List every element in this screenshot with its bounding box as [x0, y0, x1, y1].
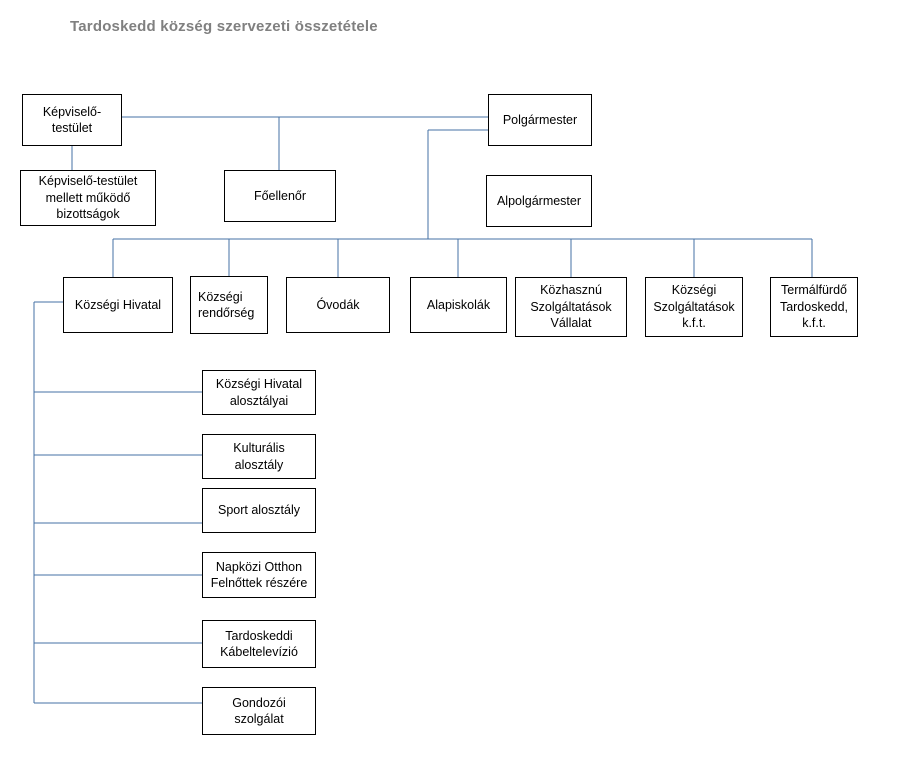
org-node-ovodak[interactable]: Óvodák — [286, 277, 390, 333]
org-node-label: Képviselő-testület — [42, 104, 102, 136]
org-node-kozsegi-hivatal[interactable]: Községi Hivatal — [63, 277, 173, 333]
org-node-foellenor[interactable]: Főellenőr — [224, 170, 336, 222]
org-node-label: Alapiskolák — [426, 297, 491, 312]
page-title: Tardoskedd község szervezeti összetétele — [70, 18, 378, 35]
org-node-kepviselo-testulet[interactable]: Képviselő-testület — [22, 94, 122, 146]
org-node-label: Alpolgármester — [496, 193, 582, 208]
org-node-sport-alosztaly[interactable]: Sport alosztály — [202, 488, 316, 533]
org-node-label: Sport alosztály — [218, 503, 300, 518]
org-node-label: Községi Hivatal — [74, 297, 162, 312]
org-node-label: Főellenőr — [253, 188, 307, 203]
org-node-alpolgarmester[interactable]: Alpolgármester — [486, 175, 592, 227]
org-node-label: Polgármester — [502, 112, 578, 127]
org-node-polgarmester[interactable]: Polgármester — [488, 94, 592, 146]
org-node-alapiskolak[interactable]: Alapiskolák — [410, 277, 507, 333]
org-node-label: Óvodák — [316, 297, 360, 312]
